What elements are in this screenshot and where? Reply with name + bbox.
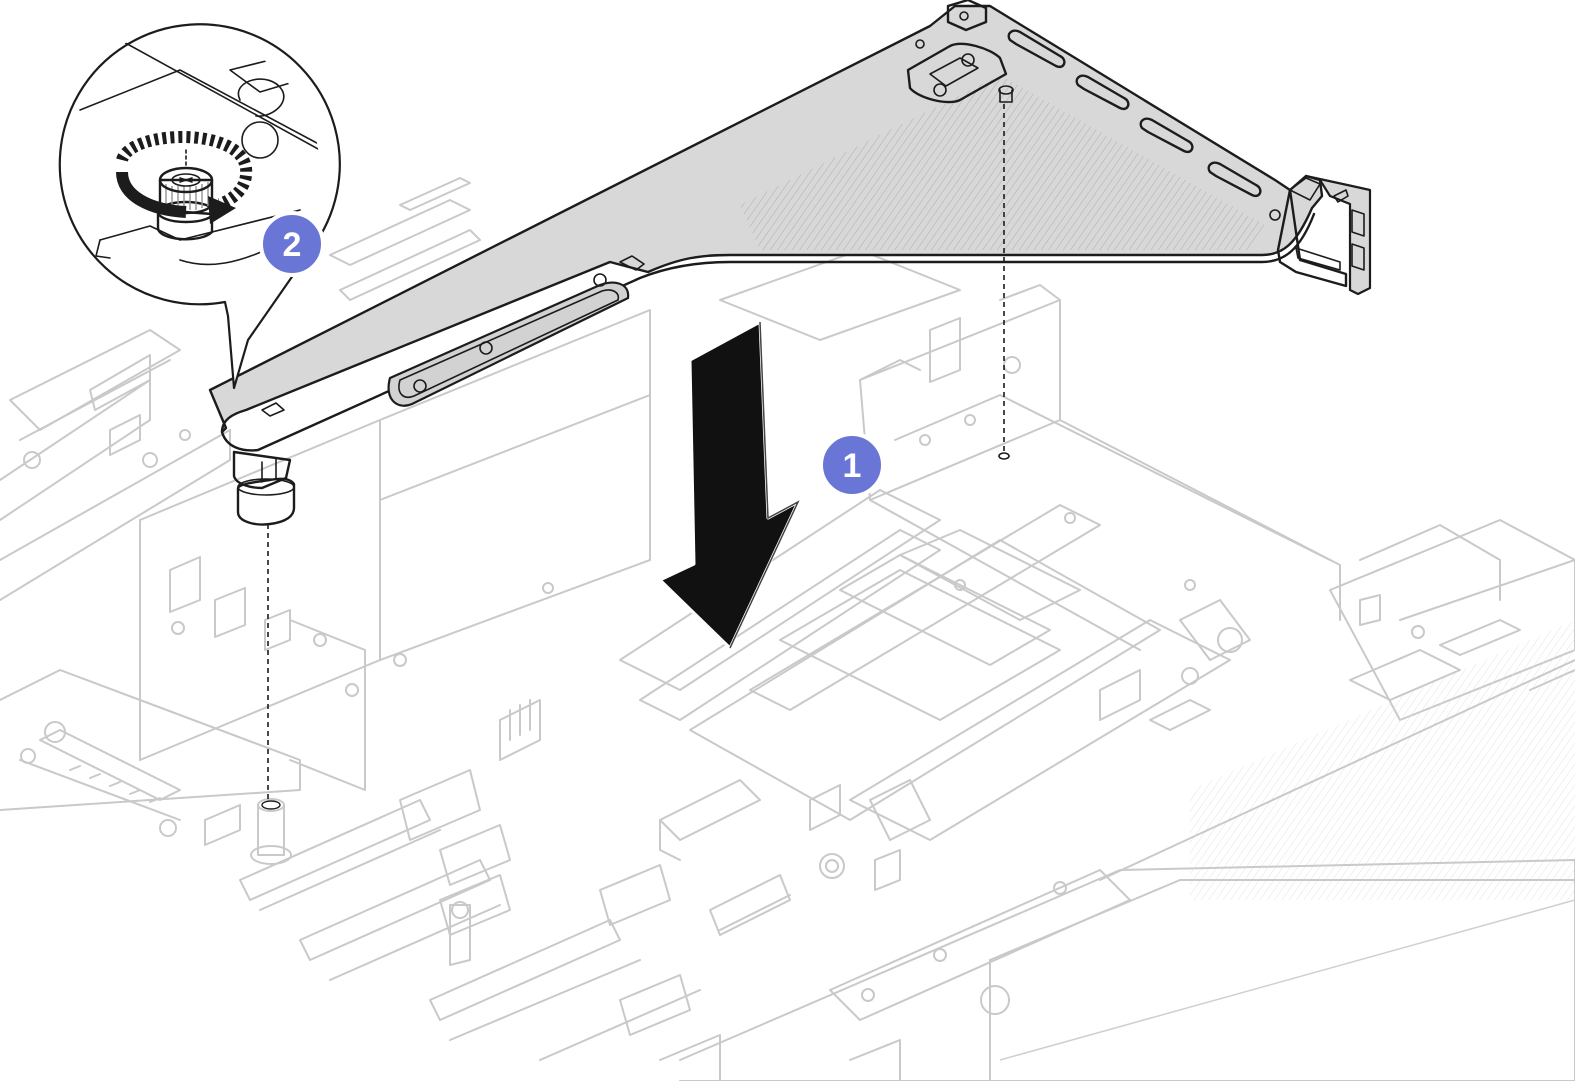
bracket-slots (915, 29, 1281, 221)
riser-cage-bracket (208, 0, 1372, 526)
down-arrow-icon (658, 320, 800, 650)
step-1-badge: 1 (819, 432, 885, 498)
server-chassis-ghost (0, 177, 1575, 1081)
step-2-label: 2 (283, 226, 302, 264)
step-1-label: 1 (843, 447, 862, 485)
rotate-clockwise-icon (116, 131, 253, 224)
step-2-badge: 2 (259, 211, 325, 277)
alignment-guides (261, 104, 1010, 810)
step-2-circle (259, 211, 325, 277)
step-1-circle (819, 432, 885, 498)
thumbscrew-detail-callout (40, 23, 341, 390)
